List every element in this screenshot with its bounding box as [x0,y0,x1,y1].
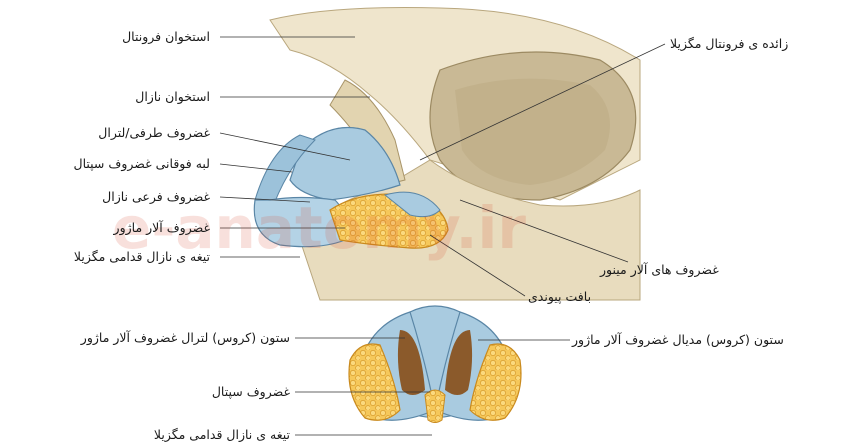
label-anterior-nasal-spine: تیغه ی نازال قدامی مگزیلا [74,250,210,264]
label-minor-alar: غضروف های آلار مینور [600,263,719,277]
label-major-alar: غضروف آلار ماژور [114,221,210,235]
label-frontal-process-maxilla: زائده ی فرونتال مگزیلا [670,37,788,51]
label-medial-crus: ستون (کروس) مدیال غضروف آلار ماژور [572,333,784,347]
label-septal-cartilage: غضروف سپتال [212,385,290,399]
label-accessory-cartilage: غضروف فرعی نازال [102,190,210,204]
label-anterior-nasal-spine-lower: تیغه ی نازال قدامی مگزیلا [154,428,290,442]
label-septal-upper-edge: لبه فوقانی غضروف سپتال [74,157,211,171]
label-lateral-cartilage: غضروف طرفی/لترال [98,126,210,140]
label-frontal-bone: استخوان فرونتال [122,30,210,44]
medial-crura [425,390,445,423]
nose-underside-illustration [349,306,521,423]
label-nasal-bone: استخوان نازال [135,90,210,104]
label-connective-tissue: بافت پیوندی [528,290,591,304]
label-lateral-crus: ستون (کروس) لترال غضروف آلار ماژور [81,331,290,345]
